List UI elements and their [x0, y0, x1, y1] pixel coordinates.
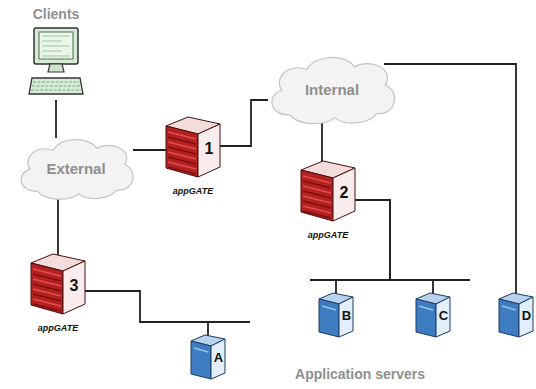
- cube-highlight: [502, 306, 516, 310]
- monitor-stand: [48, 64, 64, 72]
- cube-side: [519, 297, 533, 337]
- cloud-node: External: [12, 133, 140, 203]
- cube-front: [191, 341, 211, 379]
- device-caption: appGATE: [20, 323, 96, 333]
- network-link: [220, 100, 268, 146]
- server-letter: D: [519, 308, 534, 323]
- gate-node: 1appGATE: [165, 116, 221, 196]
- cube-front: [499, 299, 519, 337]
- server-letter: B: [339, 308, 354, 323]
- device-caption: appGATE: [155, 186, 231, 196]
- network-link: [384, 64, 516, 295]
- network-link: [355, 200, 433, 298]
- screen-line: [42, 36, 70, 37]
- cube-side: [63, 261, 85, 314]
- cube-front: [301, 170, 333, 221]
- cube-front: [31, 263, 63, 314]
- gate-node: 3appGATE: [30, 253, 86, 333]
- monitor-frame: [34, 28, 78, 64]
- computer-icon: [28, 26, 84, 100]
- server-node: A: [190, 334, 226, 380]
- cube-front: [166, 126, 198, 177]
- server-node: C: [415, 292, 451, 338]
- cube-side: [333, 168, 355, 221]
- cube-side: [339, 297, 353, 337]
- cloud-node: Internal: [262, 50, 402, 128]
- network-link: [55, 100, 57, 138]
- server-letter: A: [211, 350, 226, 365]
- client-node: Clients: [25, 6, 87, 102]
- cube-front: [319, 299, 339, 337]
- screen-line: [42, 56, 70, 57]
- network-link: [321, 123, 323, 165]
- monitor-screen: [39, 32, 73, 59]
- server-node: B: [318, 292, 354, 338]
- network-link: [57, 198, 59, 257]
- cube-highlight: [194, 348, 208, 352]
- cube-stripe: [303, 211, 331, 218]
- gate-node: 2appGATE: [300, 160, 356, 240]
- cube-front: [416, 299, 436, 337]
- screen-line: [42, 51, 62, 52]
- keyboard-keys: [33, 82, 79, 83]
- keyboard-keys: [32, 86, 80, 87]
- screen-line: [42, 41, 62, 42]
- server-letter: C: [436, 308, 451, 323]
- cube-side: [436, 297, 450, 337]
- screen-line: [42, 46, 70, 47]
- keyboard-keys: [31, 90, 81, 91]
- cube-side: [211, 339, 225, 379]
- callout-number: 2: [333, 184, 355, 202]
- callout-number: 3: [63, 277, 85, 295]
- cube-stripe: [168, 167, 196, 174]
- cube-highlight: [322, 306, 336, 310]
- cube-side: [198, 124, 220, 177]
- device-caption: appGATE: [290, 230, 366, 240]
- network-name: Internal: [262, 81, 402, 98]
- network-link: [133, 149, 166, 151]
- server-node: D: [498, 292, 534, 338]
- keyboard: [29, 78, 83, 94]
- cube-stripe: [33, 304, 61, 311]
- network-name: External: [12, 160, 140, 177]
- network-link: [85, 291, 208, 339]
- client-label: Clients: [25, 6, 87, 22]
- callout-number: 1: [198, 140, 220, 158]
- cube-highlight: [419, 306, 433, 310]
- group-label: Application servers: [280, 366, 440, 382]
